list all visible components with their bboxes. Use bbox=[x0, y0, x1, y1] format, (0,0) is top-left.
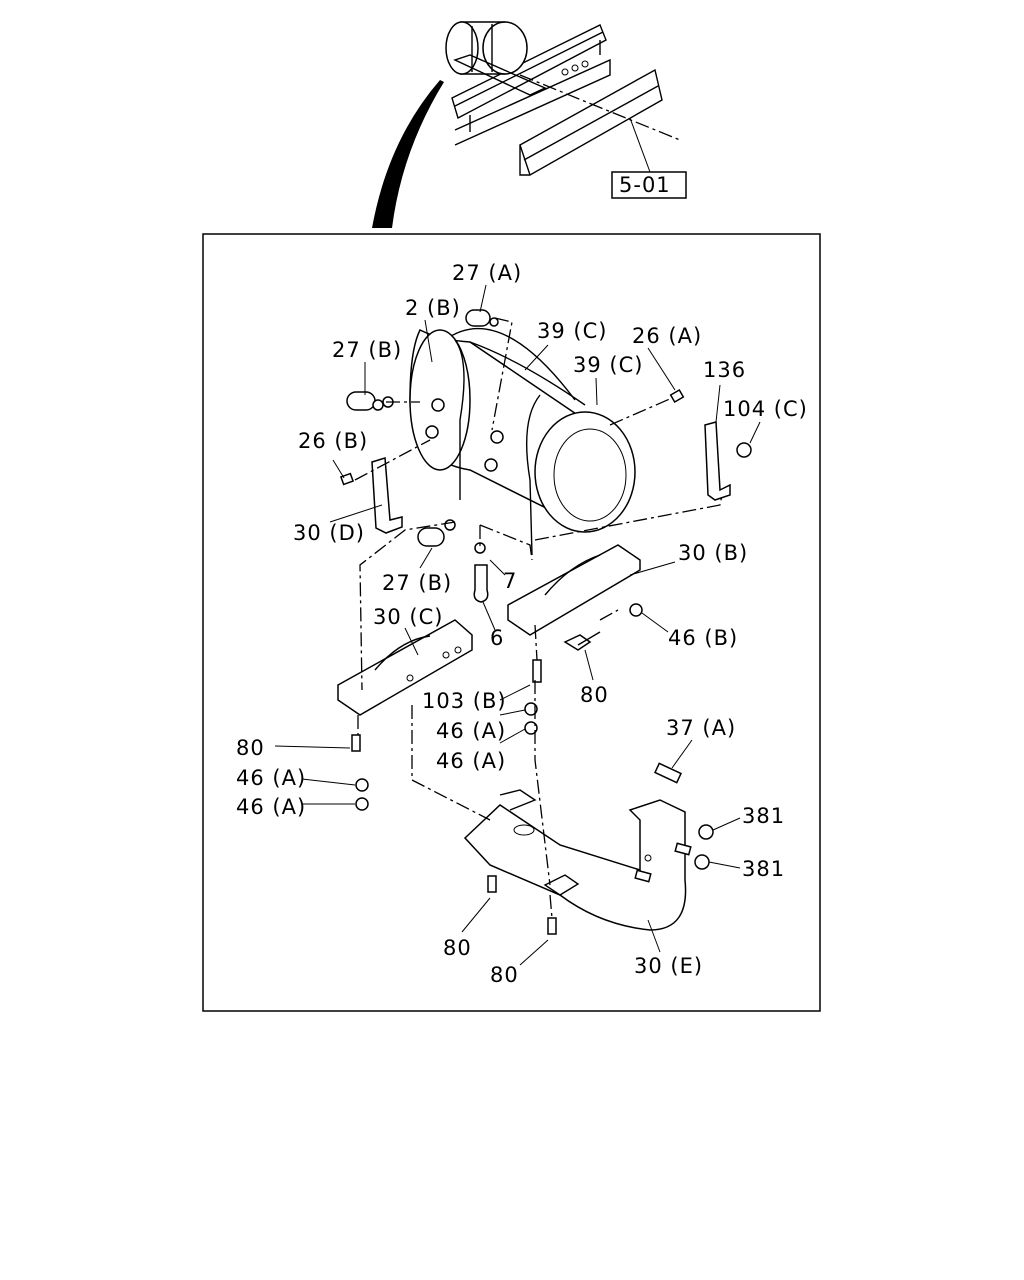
nut-46a-center-1 bbox=[524, 702, 538, 716]
label-46b: 46 (B) bbox=[668, 626, 738, 650]
label-46a-center-1: 46 (A) bbox=[436, 719, 506, 743]
label-80-bottom-left: 80 bbox=[443, 936, 472, 960]
label-37a: 37 (A) bbox=[666, 716, 736, 740]
bolt-80-bottom-left bbox=[487, 875, 497, 893]
bolt-80-bottom-center bbox=[547, 917, 557, 935]
label-80-right: 80 bbox=[580, 683, 609, 707]
bracket-30e bbox=[463, 799, 687, 931]
assembly-lines bbox=[354, 317, 723, 919]
nut-46a-left-1 bbox=[355, 778, 369, 792]
ref-leader bbox=[629, 117, 651, 173]
label-103b: 103 (B) bbox=[422, 689, 507, 713]
label-80-left: 80 bbox=[236, 736, 265, 760]
air-tank bbox=[409, 327, 636, 556]
label-381-lower: 381 bbox=[742, 857, 785, 881]
bolt-37a bbox=[654, 762, 682, 784]
plug-26a bbox=[669, 389, 685, 403]
reference-box bbox=[611, 171, 687, 199]
label-6: 6 bbox=[490, 626, 504, 650]
label-30e: 30 (E) bbox=[634, 954, 703, 978]
bracket-136 bbox=[704, 421, 731, 501]
bracket-30b bbox=[507, 544, 641, 636]
label-27b-lower: 27 (B) bbox=[382, 571, 452, 595]
label-26b: 26 (B) bbox=[298, 429, 368, 453]
reference-label: 5-01 bbox=[619, 173, 671, 197]
nut-104c bbox=[736, 442, 752, 458]
nut-381-lower bbox=[694, 854, 710, 870]
label-30b: 30 (B) bbox=[678, 541, 748, 565]
valve-27a bbox=[465, 309, 499, 327]
label-2b: 2 (B) bbox=[405, 296, 461, 320]
label-7: 7 bbox=[503, 569, 517, 593]
label-381-upper: 381 bbox=[742, 804, 785, 828]
bracket-30c bbox=[337, 619, 473, 716]
label-30d: 30 (D) bbox=[293, 521, 365, 545]
label-27b-upper: 27 (B) bbox=[332, 338, 402, 362]
label-80-bottom-center: 80 bbox=[490, 963, 519, 987]
bolt-103b bbox=[532, 659, 542, 683]
bracket-30d bbox=[371, 457, 403, 534]
label-104c: 104 (C) bbox=[723, 397, 808, 421]
valve-27b-lower bbox=[417, 519, 456, 547]
label-39c-upper: 39 (C) bbox=[537, 319, 607, 343]
nut-46b bbox=[629, 603, 643, 617]
vehicle-frame-overview bbox=[445, 21, 681, 177]
label-136: 136 bbox=[703, 358, 746, 382]
plug-26b bbox=[339, 472, 355, 486]
label-46a-left-2: 46 (A) bbox=[236, 795, 306, 819]
label-46a-center-2: 46 (A) bbox=[436, 749, 506, 773]
nut-46a-center-2 bbox=[524, 721, 538, 735]
bolt-80-left bbox=[351, 734, 361, 752]
label-27a: 27 (A) bbox=[452, 261, 522, 285]
label-26a: 26 (A) bbox=[632, 324, 702, 348]
zoom-arrow bbox=[372, 80, 444, 228]
label-46a-left-1: 46 (A) bbox=[236, 766, 306, 790]
drain-cock-6 bbox=[473, 564, 489, 603]
nut-381-upper bbox=[698, 824, 714, 840]
callout-labels: 27 (A) 2 (B) 39 (C) 26 (A) 39 (C) 27 (B)… bbox=[236, 261, 808, 987]
leader-lines bbox=[274, 284, 761, 966]
valve-27b-upper bbox=[346, 391, 394, 411]
nut-46a-left-2 bbox=[355, 797, 369, 811]
label-30c: 30 (C) bbox=[373, 605, 443, 629]
label-39c-lower: 39 (C) bbox=[573, 353, 643, 377]
detail-frame bbox=[202, 233, 821, 1012]
bolt-80-upper-head bbox=[563, 634, 592, 651]
